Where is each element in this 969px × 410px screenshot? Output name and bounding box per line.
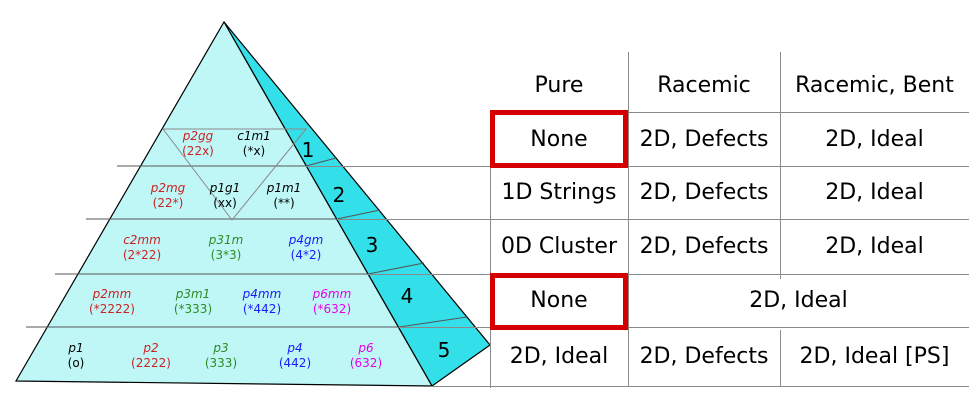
row-divider: [490, 112, 969, 113]
cell-pure: 1D Strings: [501, 180, 617, 205]
group-orbifold-p1: (o): [68, 356, 85, 370]
group-orbifold-p1m1: (**): [273, 196, 294, 210]
cell-racemic: 2D, Defects: [639, 180, 769, 205]
column-divider: [780, 330, 781, 386]
group-orbifold-p2gg: (22x): [182, 144, 214, 158]
group-orbifold-c1m1: (*x): [243, 144, 265, 158]
group-name-p2mg: p2mg: [150, 181, 186, 195]
group-orbifold-p1g1: (xx): [213, 196, 237, 210]
tier-number-1: 1: [302, 138, 315, 162]
tier-dividers: [26, 157, 468, 328]
group-name-p2: p2: [142, 341, 158, 355]
group-name-p1: p1: [67, 341, 83, 355]
cell-merged-racemic: 2D, Ideal: [749, 288, 848, 313]
highlight-box: [490, 110, 628, 168]
row-divider: [399, 327, 969, 328]
pyramid-front-face: [14, 20, 434, 387]
row-divider: [368, 274, 969, 275]
cell-racemic-bent: 2D, Ideal: [825, 180, 924, 205]
header-racemic: Racemic: [657, 72, 751, 98]
row-divider: [430, 386, 969, 387]
group-name-p1m1: p1m1: [266, 181, 302, 195]
cell-racemic: 2D, Defects: [639, 234, 769, 259]
tier-number-5: 5: [438, 338, 451, 362]
group-name-p4gm: p4gm: [288, 233, 324, 247]
cell-pure: 2D, Ideal: [509, 344, 609, 369]
group-orbifold-p4: (442): [279, 356, 311, 370]
cell-pure: None: [530, 288, 588, 313]
group-orbifold-p3m1: (*333): [174, 302, 212, 316]
group-name-p4: p4: [286, 341, 302, 355]
group-name-c1m1: c1m1: [237, 129, 271, 143]
tier1-inner-triangle: [161, 128, 308, 221]
cell-pure: 0D Cluster: [500, 234, 617, 259]
cell-racemic: 2D, Defects: [639, 344, 769, 369]
group-orbifold-p3: (333): [205, 356, 237, 370]
header-pure: Pure: [534, 72, 584, 98]
group-name-p6: p6: [357, 341, 374, 355]
group-orbifold-p31m: (3*3): [211, 248, 242, 262]
cell-racemic-bent: 2D, Ideal: [825, 234, 924, 259]
group-orbifold-c2mm: (2*22): [123, 248, 161, 262]
pyramid-diagram: 1 2 3 4 5 p2gg(22x) c1m1(*x) p2mg(22*) p1g1…: [14, 20, 490, 387]
group-name-p1g1: p1g1: [209, 181, 241, 195]
group-name-p2gg: p2gg: [182, 129, 214, 143]
group-orbifold-p2mm: (*2222): [89, 302, 135, 316]
group-orbifold-p6: (632): [350, 356, 382, 370]
group-name-c2mm: c2mm: [123, 233, 161, 247]
group-name-p6mm: p6mm: [312, 287, 352, 301]
tier-number-2: 2: [333, 183, 346, 207]
group-name-p3: p3: [212, 341, 228, 355]
row-divider: [306, 166, 969, 167]
group-orbifold-p2mg: (22*): [153, 196, 184, 210]
table-left-border: [490, 112, 491, 388]
group-name-p3m1: p3m1: [175, 287, 211, 301]
column-divider: [780, 52, 781, 279]
tier-number-3: 3: [366, 233, 379, 257]
group-name-p2mm: p2mm: [92, 287, 132, 301]
group-orbifold-p4gm: (4*2): [291, 248, 322, 262]
group-name-p4mm: p4mm: [242, 287, 282, 301]
highlight-box: [490, 273, 628, 330]
header-racemic-bent: Racemic, Bent: [795, 72, 954, 98]
tier-number-4: 4: [401, 284, 414, 308]
cell-pure: None: [530, 126, 588, 152]
row-divider: [337, 219, 969, 220]
group-name-p31m: p31m: [208, 233, 244, 247]
cell-racemic-bent: 2D, Ideal [PS]: [799, 344, 950, 369]
group-orbifold-p2: (2222): [131, 356, 171, 370]
group-orbifold-p6mm: (*632): [313, 302, 351, 316]
group-orbifold-p4mm: (*442): [243, 302, 281, 316]
wallpaper-group-labels: p2gg(22x)c1m1(*x)p2mg(22*)p1g1(xx)p1m1(*…: [67, 129, 382, 370]
cell-racemic: 2D, Defects: [639, 126, 769, 152]
cell-racemic-bent: 2D, Ideal: [825, 126, 924, 152]
